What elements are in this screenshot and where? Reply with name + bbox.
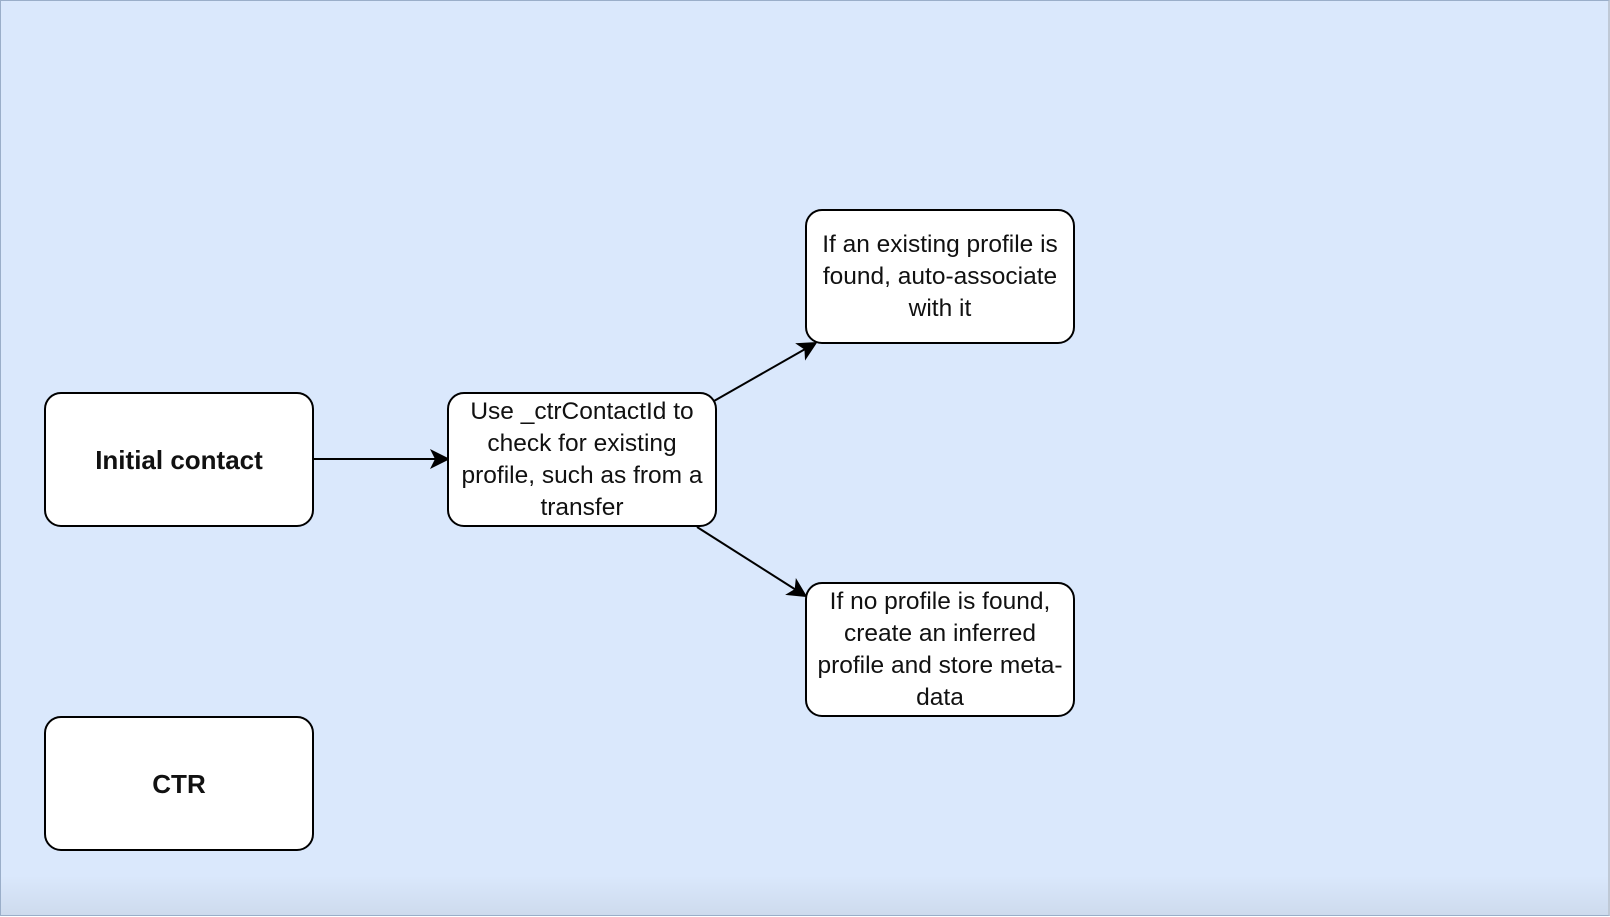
- node-no-profile-found[interactable]: If no profile is found, create an inferr…: [805, 582, 1075, 717]
- node-initial-contact-label: Initial contact: [95, 444, 263, 475]
- node-check-existing-profile[interactable]: Use _ctrContactId to check for existing …: [447, 392, 717, 527]
- edge-check-to-existing: [713, 342, 818, 402]
- node-existing-profile-found[interactable]: If an existing profile is found, auto-as…: [805, 209, 1075, 344]
- node-initial-contact[interactable]: Initial contact: [44, 392, 314, 527]
- node-ctr[interactable]: CTR: [44, 716, 314, 851]
- node-no-profile-found-label: If no profile is found, create an inferr…: [817, 587, 1063, 711]
- node-check-existing-profile-label: Use _ctrContactId to check for existing …: [461, 397, 703, 521]
- node-ctr-label: CTR: [152, 768, 206, 799]
- node-existing-profile-found-label: If an existing profile is found, auto-as…: [822, 230, 1058, 322]
- edge-check-to-none: [696, 526, 808, 598]
